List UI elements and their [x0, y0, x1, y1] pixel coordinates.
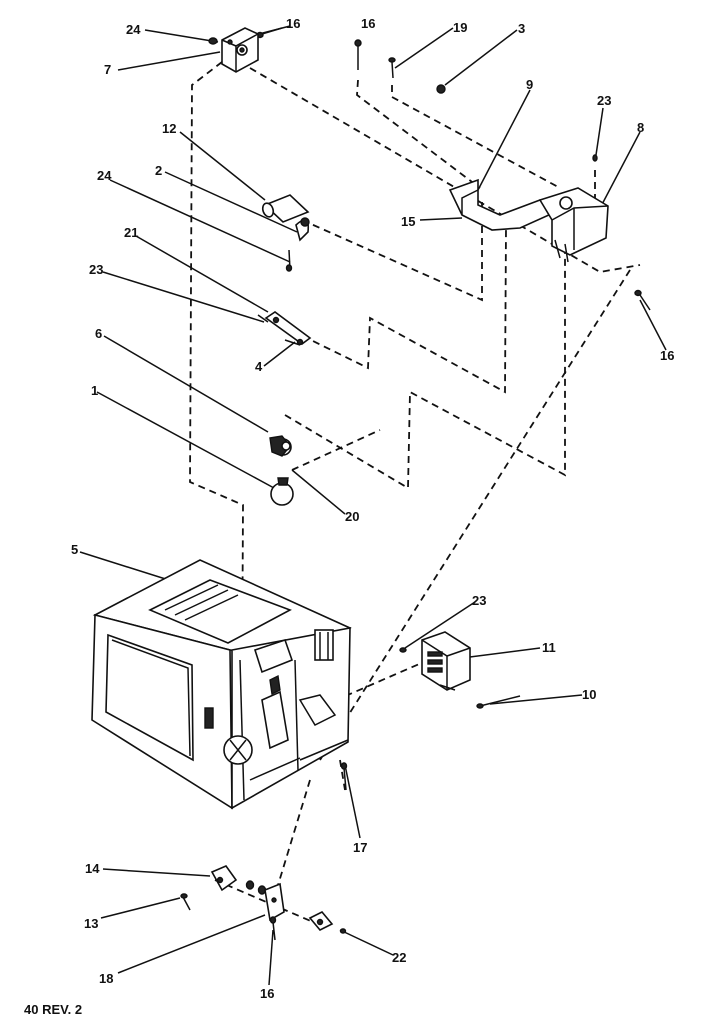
switch-box-8: [538, 187, 609, 263]
callout-11: 11: [542, 640, 556, 655]
fastener-24-top: [208, 37, 218, 45]
callout-24: 24: [97, 168, 112, 183]
callout-22: 22: [392, 950, 406, 965]
screw-17: [340, 762, 348, 791]
bulb-1: [270, 477, 294, 506]
callout-16: 16: [260, 986, 274, 1001]
washers: [245, 880, 267, 895]
callout-16: 16: [361, 16, 375, 31]
connector-plug: [308, 911, 334, 931]
callout-21: 21: [124, 225, 138, 240]
callout-24: 24: [126, 22, 141, 37]
callout-4: 4: [255, 359, 263, 374]
screw-24-mid: [285, 249, 293, 272]
assembly-guide-lines: [189, 61, 641, 926]
callout-23: 23: [89, 262, 103, 277]
callout-10: 10: [582, 687, 596, 702]
screw-19: [388, 57, 396, 79]
page-reference: 40 REV. 2: [24, 1002, 82, 1017]
screw-16-mid: [354, 39, 362, 70]
callout-23: 23: [597, 93, 611, 108]
lamp-socket-6: [269, 435, 292, 457]
switch-14: [210, 865, 238, 892]
callout-3: 3: [518, 21, 525, 36]
wire-harness-10: [476, 695, 521, 709]
callout-labels: 24 16 7 16 19 3 9 23 8 12 2 24 15 21 23 …: [71, 16, 674, 1001]
callout-8: 8: [637, 120, 644, 135]
screw-23-top: [592, 154, 598, 162]
callout-14: 14: [85, 861, 100, 876]
resistor-4: [257, 311, 312, 346]
screw-13: [180, 893, 191, 911]
callout-2: 2: [155, 163, 162, 178]
callout-17: 17: [353, 840, 367, 855]
bracket-18: [264, 882, 285, 922]
nut-3: [436, 84, 446, 94]
callout-7: 7: [104, 62, 111, 77]
callout-18: 18: [99, 971, 113, 986]
screw-22: [339, 928, 347, 934]
callout-16: 16: [660, 348, 674, 363]
callout-12: 12: [162, 121, 176, 136]
callout-20: 20: [345, 509, 359, 524]
screw-16-top: [256, 27, 283, 39]
screw-16-bottom: [269, 916, 277, 941]
callout-1: 1: [91, 383, 98, 398]
microwave-chassis-5: [91, 559, 352, 810]
callout-9: 9: [526, 77, 533, 92]
callout-5: 5: [71, 542, 78, 557]
callout-15: 15: [401, 214, 415, 229]
screw-16-right: [634, 289, 651, 311]
bracket-7-top: [221, 27, 259, 73]
callout-13: 13: [84, 916, 98, 931]
leader-lines: [79, 25, 667, 986]
transformer-11: [421, 631, 471, 691]
callout-6: 6: [95, 326, 102, 341]
callout-16: 16: [286, 16, 300, 31]
screw-23-low: [399, 647, 407, 653]
callout-19: 19: [453, 20, 467, 35]
callout-23: 23: [472, 593, 486, 608]
capacitor-12: [261, 194, 310, 242]
